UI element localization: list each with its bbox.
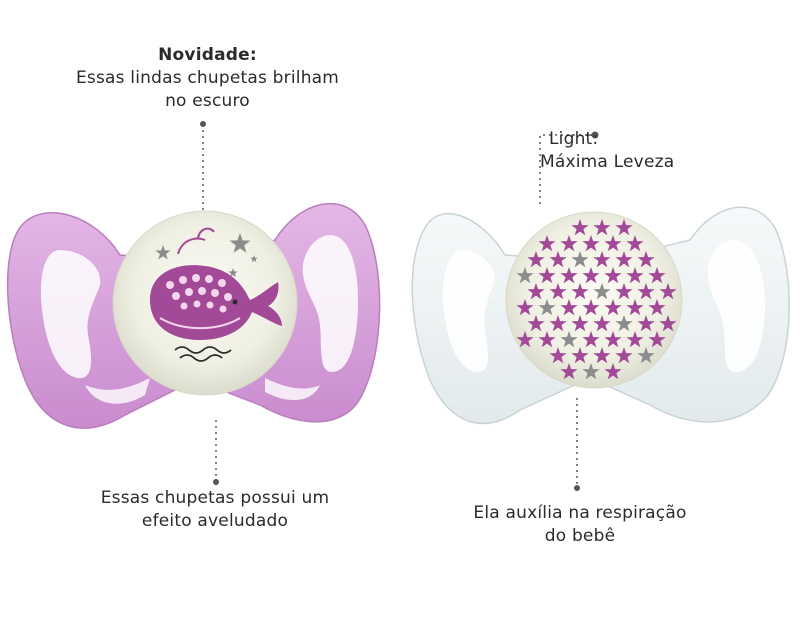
caption-line: Essas chupetas possui um (100, 488, 330, 508)
pink-pacifier (6, 202, 381, 429)
caption-heading: Novidade: (158, 45, 257, 65)
caption-breathing: Ela auxília na respiração do bebê (455, 502, 705, 548)
caption-light: Light: Máxima Leveza (540, 128, 730, 174)
pink-shield-cutout-left (40, 250, 101, 379)
whale-icon (150, 227, 282, 340)
caption-line: efeito aveludado (141, 511, 289, 531)
caption-heading: Light: (549, 129, 599, 149)
caption-line: Ela auxília na respiração (473, 503, 687, 523)
caption-velvet: Essas chupetas possui um efeito aveludad… (70, 487, 360, 533)
pink-shield-cutout-right (302, 235, 358, 372)
leader-dots (200, 121, 599, 491)
caption-line: Essas lindas chupetas brilham (75, 68, 340, 88)
glow-button-stars (505, 211, 683, 389)
leader-lines (202, 124, 593, 486)
caption-line: no escuro (165, 91, 250, 111)
caption-line: do bebê (544, 526, 616, 546)
caption-novidade: Novidade: Essas lindas chupetas brilham … (40, 44, 375, 113)
caption-line: Máxima Leveza (540, 152, 675, 172)
wave-icon (174, 346, 232, 362)
clear-pacifier (411, 206, 790, 425)
